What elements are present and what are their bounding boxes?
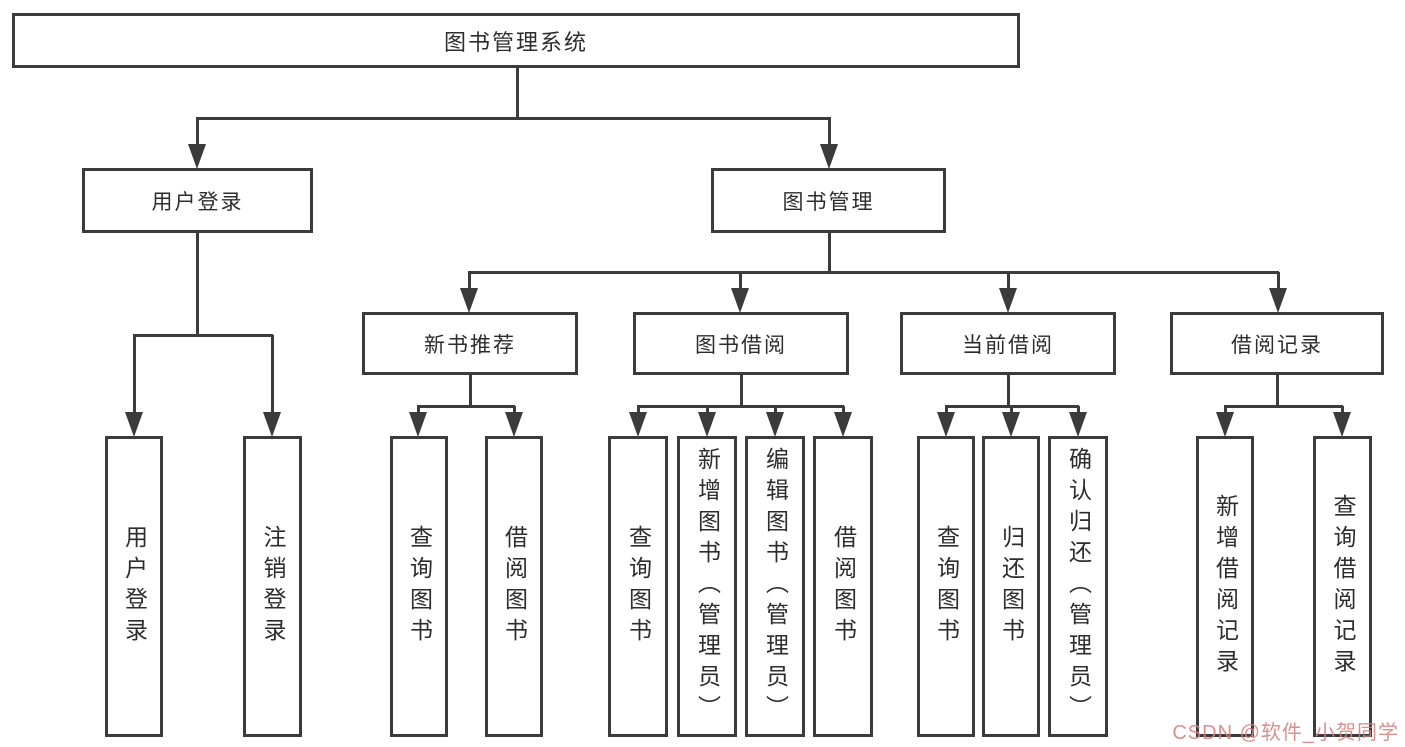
leaf-edit-books-admin-label: 编辑图书（管理员） xyxy=(762,447,789,726)
leaf-newbook-query-books-label: 查询图书 xyxy=(406,524,433,649)
arrowhead-icon xyxy=(263,412,281,437)
leaf-confirm-return-admin: 确认归还（管理员） xyxy=(1048,436,1108,737)
node-library-system: 图书管理系统 xyxy=(12,13,1020,68)
connector-book-borrow-rail xyxy=(637,405,844,408)
connector-drop-borrow-records xyxy=(1277,272,1280,295)
leaf-edit-books-admin: 编辑图书（管理员） xyxy=(745,436,805,737)
connector-borrow-records-rail xyxy=(1224,405,1343,408)
arrowhead-icon xyxy=(125,412,143,437)
leaf-add-books-admin: 新增图书（管理员） xyxy=(677,436,737,737)
connector-user-login-stem xyxy=(196,233,199,336)
csdn-watermark: CSDN @软件_小贺同学 xyxy=(1172,722,1399,744)
leaf-current-query-books-label: 查询图书 xyxy=(933,524,960,649)
node-user-login-label: 用户登录 xyxy=(151,190,244,214)
leaf-newbook-query-books: 查询图书 xyxy=(390,436,448,737)
connector-book-management-stem xyxy=(828,233,831,274)
connector-drop-leaf-login xyxy=(133,335,136,414)
leaf-newbook-borrow-books: 借阅图书 xyxy=(485,436,543,737)
connector-drop-user-login xyxy=(196,118,199,150)
arrowhead-icon xyxy=(409,412,427,437)
leaf-borrow-query-books-label: 查询图书 xyxy=(625,524,652,649)
connector-root-rail xyxy=(196,117,831,120)
connector-new-book-rail xyxy=(417,405,515,408)
leaf-borrow-books-label: 借阅图书 xyxy=(830,524,857,649)
connector-drop-current-borrow xyxy=(1007,272,1010,295)
arrowhead-icon xyxy=(1216,412,1234,437)
arrowhead-icon xyxy=(505,412,523,437)
arrowhead-icon xyxy=(188,144,206,169)
arrowhead-icon xyxy=(937,412,955,437)
connector-book-borrow-stem xyxy=(740,375,743,407)
arrowhead-icon xyxy=(629,412,647,437)
leaf-confirm-return-admin-label: 确认归还（管理员） xyxy=(1065,447,1092,726)
leaf-borrow-books: 借阅图书 xyxy=(813,436,873,737)
arrowhead-icon xyxy=(1269,288,1287,313)
node-new-book-recommend-label: 新书推荐 xyxy=(424,333,516,357)
node-borrow-records: 借阅记录 xyxy=(1170,312,1384,375)
leaf-return-books: 归还图书 xyxy=(982,436,1040,737)
leaf-logout-login-label: 注销登录 xyxy=(260,524,286,649)
leaf-query-borrow-record-label: 查询借阅记录 xyxy=(1330,493,1356,680)
arrowhead-icon xyxy=(1002,412,1020,437)
connector-new-book-stem xyxy=(469,375,472,407)
node-book-borrow-label: 图书借阅 xyxy=(695,333,787,357)
node-current-borrow-label: 当前借阅 xyxy=(962,333,1054,357)
leaf-add-borrow-record-label: 新增借阅记录 xyxy=(1212,493,1239,680)
arrowhead-icon xyxy=(731,288,749,313)
node-borrow-records-label: 借阅记录 xyxy=(1231,333,1323,357)
arrowhead-icon xyxy=(820,144,838,169)
leaf-current-query-books: 查询图书 xyxy=(917,436,975,737)
arrowhead-icon xyxy=(766,412,784,437)
node-user-login: 用户登录 xyxy=(82,168,313,233)
leaf-newbook-borrow-books-label: 借阅图书 xyxy=(501,524,528,649)
leaf-user-login: 用户登录 xyxy=(105,436,163,737)
connector-current-borrow-stem xyxy=(1007,375,1010,407)
leaf-query-borrow-record: 查询借阅记录 xyxy=(1313,436,1372,737)
node-library-system-label: 图书管理系统 xyxy=(443,29,588,55)
connector-drop-book-borrow xyxy=(739,272,742,295)
arrowhead-icon xyxy=(1333,412,1351,437)
arrowhead-icon xyxy=(1069,412,1087,437)
leaf-borrow-query-books: 查询图书 xyxy=(608,436,668,737)
arrowhead-icon xyxy=(698,412,716,437)
leaf-user-login-label: 用户登录 xyxy=(121,524,148,649)
connector-user-login-rail xyxy=(133,334,273,337)
connector-borrow-records-stem xyxy=(1276,375,1279,407)
node-book-management-label: 图书管理 xyxy=(782,190,875,214)
leaf-logout-login: 注销登录 xyxy=(243,436,302,737)
connector-book-management-rail xyxy=(468,271,1279,274)
node-new-book-recommend: 新书推荐 xyxy=(362,312,578,375)
connector-drop-book-management xyxy=(828,118,831,150)
connector-drop-leaf-logout xyxy=(271,335,274,414)
node-book-management: 图书管理 xyxy=(711,168,946,233)
leaf-return-books-label: 归还图书 xyxy=(998,524,1025,649)
arrowhead-icon xyxy=(999,288,1017,313)
arrowhead-icon xyxy=(460,288,478,313)
leaf-add-books-admin-label: 新增图书（管理员） xyxy=(694,447,721,726)
connector-root-stem xyxy=(516,68,519,118)
leaf-add-borrow-record: 新增借阅记录 xyxy=(1196,436,1254,737)
connector-drop-new-book xyxy=(468,272,471,295)
node-current-borrow: 当前借阅 xyxy=(900,312,1116,375)
node-book-borrow: 图书借阅 xyxy=(633,312,849,375)
arrowhead-icon xyxy=(834,412,852,437)
